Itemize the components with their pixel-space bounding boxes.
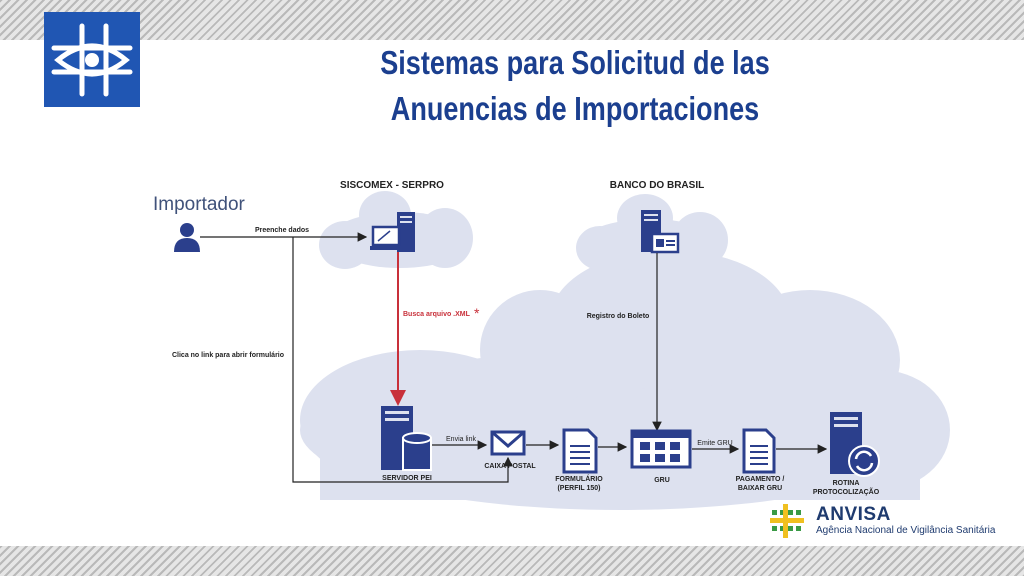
arrow-clica-link bbox=[292, 237, 513, 483]
banco-label: BANCO DO BRASIL bbox=[610, 180, 704, 191]
document-icon bbox=[562, 428, 598, 474]
bank-server-icon bbox=[641, 210, 680, 254]
siscomex-label: SISCOMEX - SERPRO bbox=[340, 180, 444, 191]
rotina-label-2: PROTOCOLIZAÇÃO bbox=[813, 487, 880, 496]
computer-server-icon bbox=[370, 212, 415, 252]
servidor-label: SERVIDOR PEI bbox=[382, 475, 432, 482]
gru-icon bbox=[630, 429, 692, 469]
rotina-server-icon bbox=[830, 412, 880, 477]
top-stripe-decoration bbox=[0, 0, 1024, 40]
gru-label: GRU bbox=[654, 477, 670, 484]
anvisa-logo-icon bbox=[770, 504, 804, 538]
envia-label: Envia link bbox=[446, 436, 476, 443]
clica-label: Clica no link para abrir formulário bbox=[172, 352, 284, 359]
pagamento-label-1: PAGAMENTO / bbox=[736, 476, 785, 483]
preenche-label: Preenche dados bbox=[255, 227, 309, 234]
busca-label: Busca arquivo .XML bbox=[403, 311, 471, 318]
registro-label: Registro do Boleto bbox=[587, 313, 650, 320]
formulario-label-1: FORMULÁRIO bbox=[555, 474, 603, 483]
anvisa-full-name: Agência Nacional de Vigilância Sanitária bbox=[816, 525, 996, 536]
title-line-2: Anuencias de Importaciones bbox=[390, 90, 760, 127]
mail-icon bbox=[490, 430, 526, 456]
asterisk-mark: * bbox=[474, 305, 480, 321]
pei-cloud bbox=[300, 250, 950, 510]
page-title: Sistemas para Solicitud de las Anuencias… bbox=[350, 40, 801, 132]
servidor-pei-icon bbox=[381, 406, 432, 471]
rotina-label-1: ROTINA bbox=[833, 480, 860, 487]
emite-label: Emite GRU bbox=[697, 440, 732, 447]
user-icon bbox=[174, 223, 200, 252]
caixa-label: CAIXA POSTAL bbox=[484, 463, 536, 470]
anvisa-name: ANVISA bbox=[816, 504, 891, 525]
payment-document-icon bbox=[742, 428, 776, 474]
title-line-1: Sistemas para Solicitud de las bbox=[380, 44, 770, 81]
formulario-label-2: (PERFIL 150) bbox=[557, 485, 600, 492]
importer-label: Importador bbox=[153, 194, 245, 215]
pagamento-label-2: BAIXAR GRU bbox=[738, 485, 782, 492]
bottom-stripe-decoration bbox=[0, 546, 1024, 576]
institution-logo bbox=[44, 12, 140, 107]
